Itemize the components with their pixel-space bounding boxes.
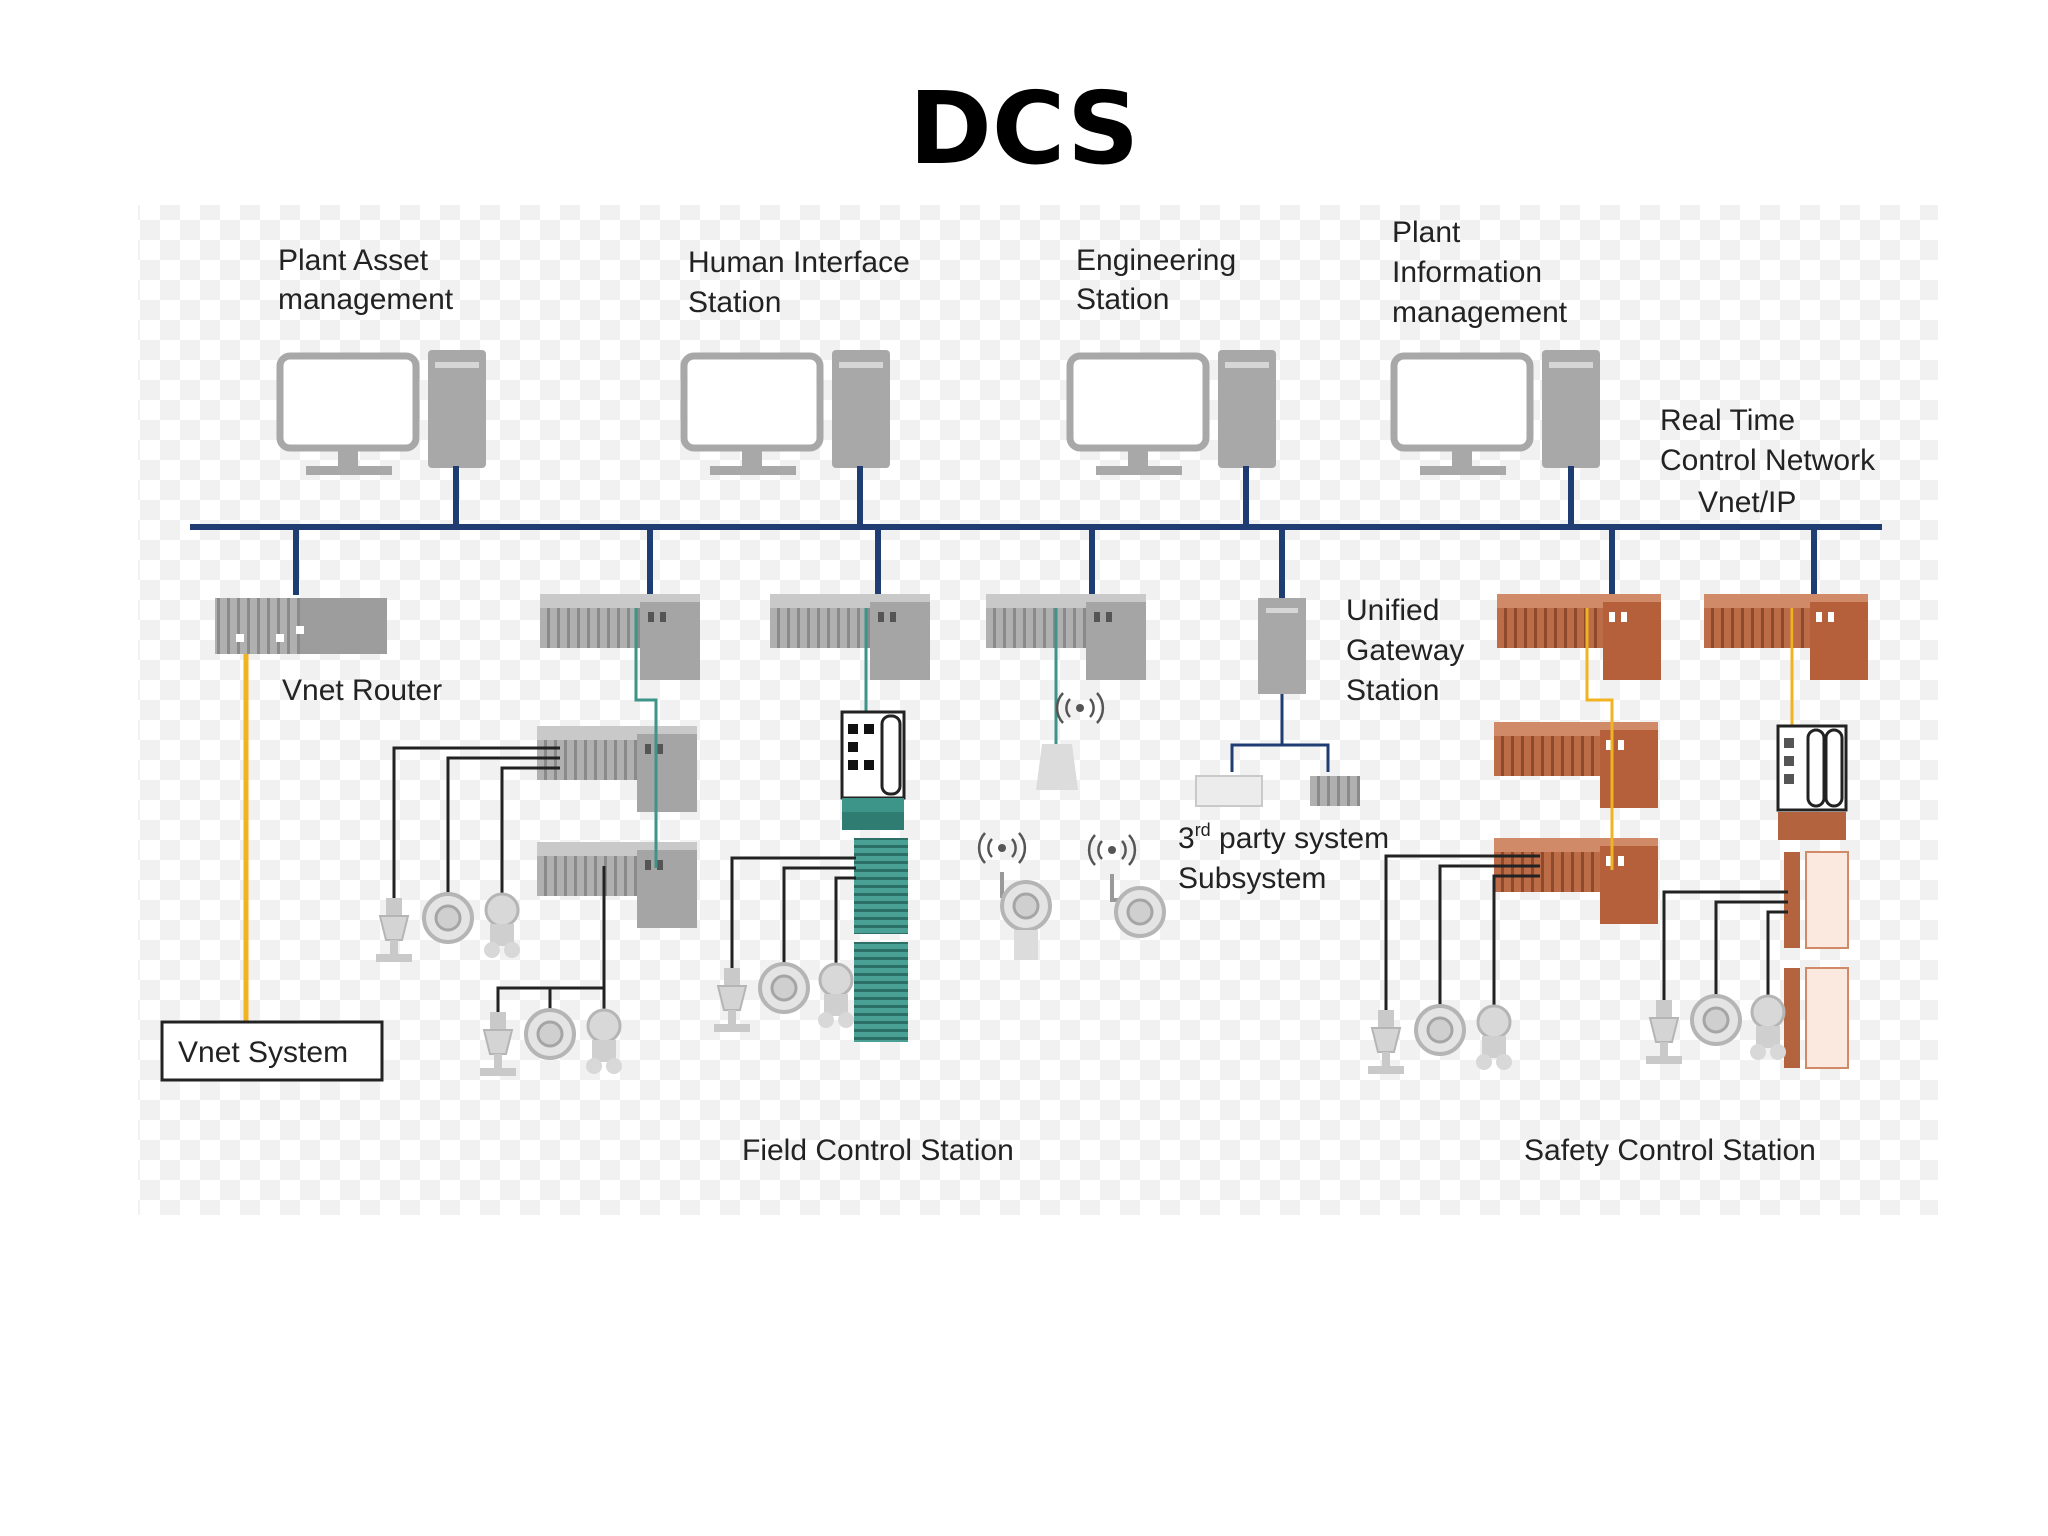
scs-rack-1-link [1585,608,1614,870]
label-engineering: Engineering Station [1076,244,1244,316]
label-safety-control-station: Safety Control Station [1524,1134,1816,1167]
scs-safety-io [1776,724,1849,1069]
label-third-party-system: 3rd party system Subsystem [1178,820,1397,895]
third-party-system-devices [1195,775,1360,807]
slide-title: DCS [908,70,1140,187]
unified-gateway-device [1258,598,1306,694]
fcs-rack-1-link [634,608,658,868]
fcs-rack-1-wiring [392,746,606,1012]
label-network: Real Time Control Network Vnet/IP [1660,404,1883,519]
gateway-links [1230,694,1330,772]
label-human-interface: Human Interface Station [688,246,918,319]
fcs-teal-io [840,710,908,1042]
wireless-gateway-device [1036,744,1078,790]
vnet-system-box [160,1020,384,1082]
label-plant-asset: Plant Asset management [278,244,454,316]
label-field-control-station: Field Control Station [742,1134,1014,1167]
control-network-bus [190,466,1882,598]
scs-rack-2-wiring [1662,890,1788,1000]
fcs-rack-2-wiring [730,856,856,968]
wireless-field-instruments [1000,872,1166,960]
label-unified-gateway: Unified Gateway Station [1346,594,1473,707]
scs-rack-1-wiring [1384,854,1540,1010]
vnet-router [215,598,387,654]
label-vnet-system: Vnet System [178,1036,348,1069]
label-plant-information: Plant Information management [1392,216,1568,329]
label-vnet-router: Vnet Router [282,674,442,707]
